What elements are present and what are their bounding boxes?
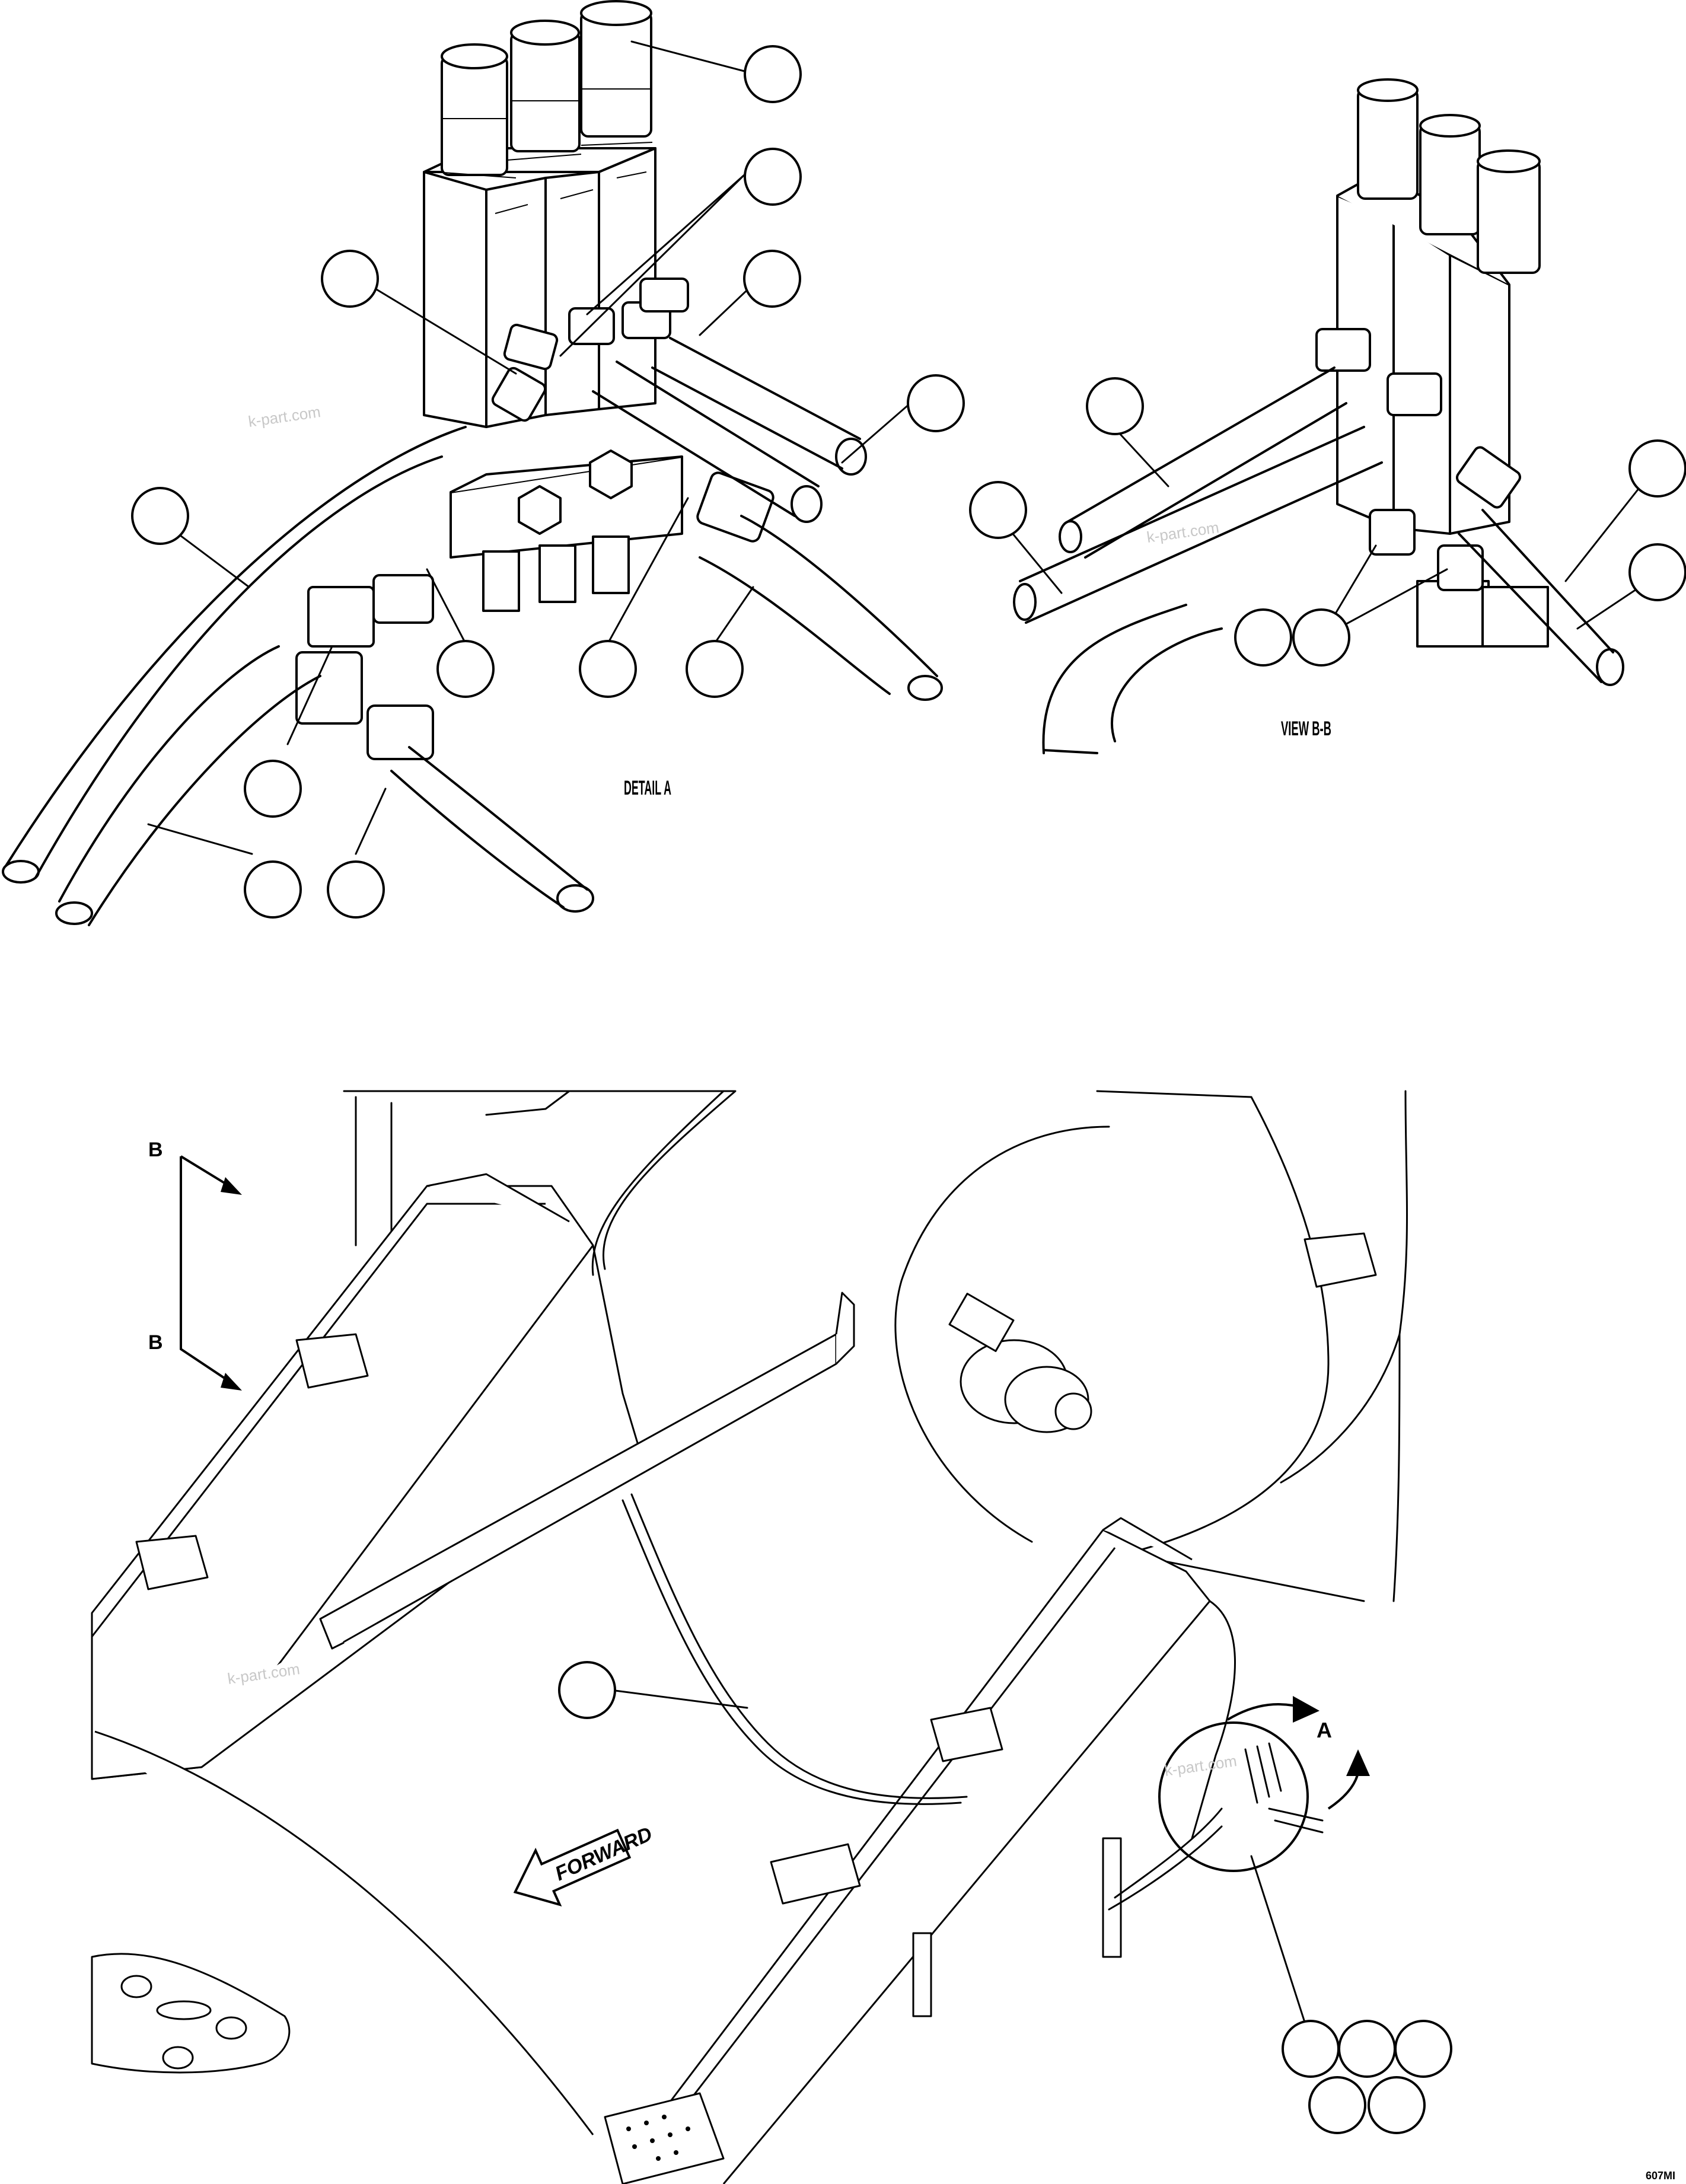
callout-bubble	[1086, 377, 1144, 435]
section-b-arrow: B B	[148, 1139, 242, 1391]
section-b-bottom-label: B	[148, 1331, 163, 1354]
callout-bubble	[1394, 2020, 1452, 2078]
callout-bubble	[558, 1661, 616, 1719]
callout-bubble	[327, 860, 385, 919]
callout-bubble	[686, 640, 744, 698]
callout-bubble	[321, 250, 379, 308]
section-b-top-label: B	[148, 1139, 163, 1161]
callout-bubble	[1308, 2076, 1366, 2134]
callout-bubble	[1282, 2020, 1340, 2078]
callout-bubble	[1234, 608, 1292, 667]
callout-bubble	[579, 640, 637, 698]
callout-bubble	[131, 487, 189, 545]
callout-bubble	[1628, 439, 1686, 498]
callout-bubble	[744, 148, 802, 206]
detail-a-label: DETAIL A	[624, 777, 671, 799]
callout-bubble	[907, 374, 965, 432]
callout-bubble	[436, 640, 495, 698]
watermark: k-part.com	[1164, 1752, 1238, 1780]
view-bb-label: VIEW B-B	[1281, 718, 1331, 740]
callout-bubble	[1368, 2076, 1426, 2134]
figure-code: 607MI	[1646, 2170, 1675, 2182]
detail-a-illustration: DETAIL A	[2, 0, 965, 926]
callout-bubble	[743, 250, 801, 308]
callout-bubble	[1292, 608, 1350, 667]
callout-bubble	[744, 45, 802, 103]
detail-a-ref-label: A	[1317, 1718, 1332, 1742]
callout-bubble	[244, 760, 302, 818]
callout-bubble	[244, 860, 302, 919]
callout-bubble	[969, 481, 1027, 539]
detail-a-reference-circle	[1158, 1721, 1309, 1872]
callout-bubble	[1628, 543, 1686, 601]
watermark: k-part.com	[247, 403, 322, 431]
frame-main-view: A B B FORWARD	[91, 1090, 1452, 2184]
watermark: k-part.com	[1146, 518, 1220, 546]
view-bb-illustration: VIEW B-B	[969, 78, 1686, 754]
forward-arrow: FORWARD	[513, 1822, 656, 1907]
callout-bubble	[1338, 2020, 1396, 2078]
